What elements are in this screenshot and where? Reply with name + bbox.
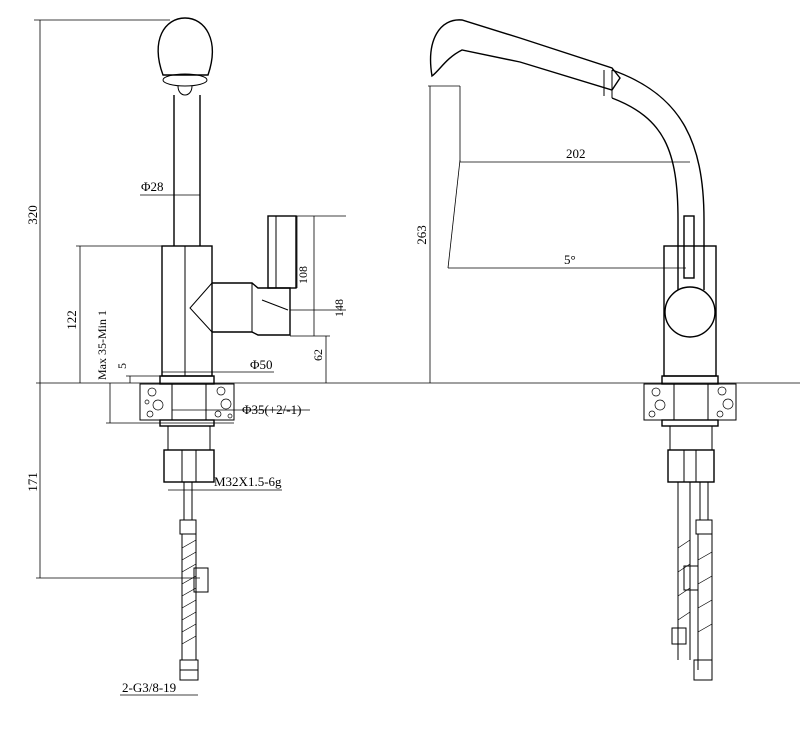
- dim-handle-offset: 62: [311, 349, 325, 361]
- dim-base-diameter: Φ50: [250, 357, 273, 372]
- dim-gap-small: 5: [115, 363, 129, 369]
- dim-base-height: 122: [64, 310, 79, 330]
- dim-deck-thickness: Max 35-Min 1: [95, 310, 109, 380]
- dim-handle-total: 148: [332, 299, 346, 317]
- dim-spout-reach: 202: [566, 146, 586, 161]
- dim-thread: M32X1.5-6g: [214, 474, 282, 489]
- dim-hole-diameter: Φ35(+2/-1): [242, 402, 301, 417]
- dim-handle-height: 108: [296, 266, 310, 284]
- side-spout-head: [430, 19, 621, 91]
- side-view: 263 202 5°: [414, 19, 737, 681]
- dim-tilt-angle: 5°: [564, 252, 576, 267]
- front-dim-lines: [34, 19, 800, 696]
- front-head: [157, 17, 213, 76]
- front-view: 320 Φ28 122 Max 35-Min 1 5 Φ50 108 148 6…: [25, 17, 800, 696]
- front-body: [161, 245, 213, 377]
- front-handle: [212, 282, 291, 336]
- dim-below-deck: 171: [25, 472, 40, 492]
- dim-hose-connector: 2-G3/8-19: [122, 680, 176, 695]
- dim-side-height: 263: [414, 225, 429, 245]
- side-handle-knob: [664, 286, 716, 338]
- dim-front-height: 320: [25, 205, 40, 225]
- dim-stem-diameter: Φ28: [141, 179, 164, 194]
- side-dim-lines: [428, 85, 690, 383]
